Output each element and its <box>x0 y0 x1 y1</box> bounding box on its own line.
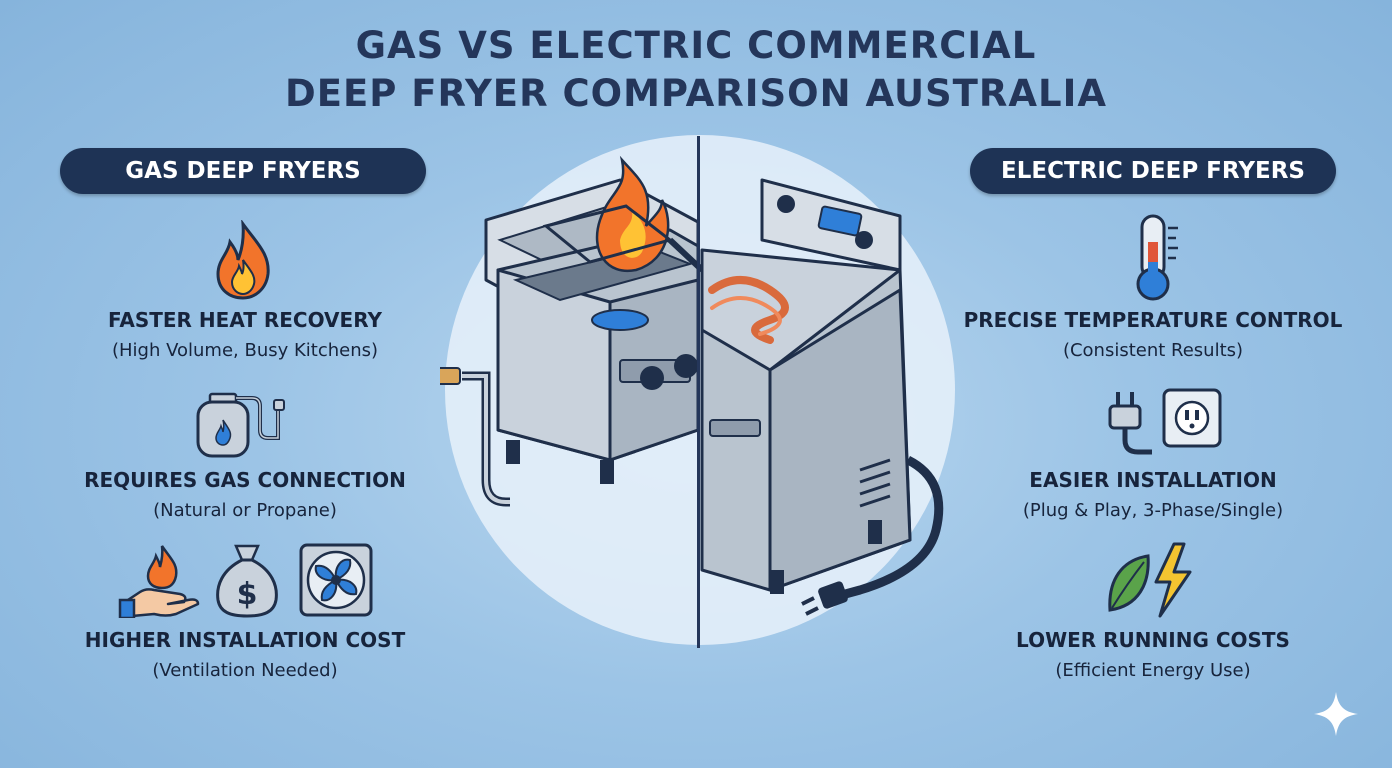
electric-feature-1-subtitle: (Consistent Results) <box>1062 340 1244 361</box>
electric-feature-3-subtitle: (Efficient Energy Use) <box>1055 660 1251 681</box>
electric-feature-2-subtitle: (Plug & Play, 3-Phase/Single) <box>1022 500 1284 521</box>
electric-heading-pill: ELECTRIC DEEP FRYERS <box>970 148 1336 194</box>
gas-feature-1-title: FASTER HEAT RECOVERY <box>108 308 382 332</box>
ventilation-fan-icon <box>299 543 373 617</box>
gas-feature-2-title: REQUIRES GAS CONNECTION <box>84 468 406 492</box>
title-line-1: GAS VS ELECTRIC COMMERCIAL <box>355 24 1037 67</box>
flame-icon <box>216 220 270 300</box>
page-title: GAS VS ELECTRIC COMMERCIAL DEEP FRYER CO… <box>0 22 1392 118</box>
gas-cylinder-icon <box>196 392 285 458</box>
electric-fryer <box>700 178 944 616</box>
gas-heading-pill: GAS DEEP FRYERS <box>60 148 426 194</box>
money-symbol: $ <box>237 577 258 612</box>
money-bag-icon: $ <box>216 544 278 618</box>
leaf-bolt-icon <box>1108 542 1192 618</box>
sparkle-icon <box>1314 692 1358 736</box>
center-divider <box>697 136 700 648</box>
gas-feature-2-subtitle: (Natural or Propane) <box>153 500 337 521</box>
thermometer-icon <box>1136 214 1178 301</box>
electric-feature-3-title: LOWER RUNNING COSTS <box>1016 628 1290 652</box>
gas-feature-1-subtitle: (High Volume, Busy Kitchens) <box>111 340 379 361</box>
power-outlet-icon <box>1108 388 1222 455</box>
electric-feature-1-title: PRECISE TEMPERATURE CONTROL <box>963 308 1343 332</box>
fryer-illustration <box>440 135 955 645</box>
hand-flame-icon <box>118 545 200 618</box>
electric-feature-2-title: EASIER INSTALLATION <box>1029 468 1277 492</box>
gas-feature-3-title: HIGHER INSTALLATION COST <box>84 628 406 652</box>
title-line-2: DEEP FRYER COMPARISON AUSTRALIA <box>285 72 1107 115</box>
gas-fryer <box>440 155 705 507</box>
gas-feature-3-subtitle: (Ventilation Needed) <box>152 660 338 681</box>
